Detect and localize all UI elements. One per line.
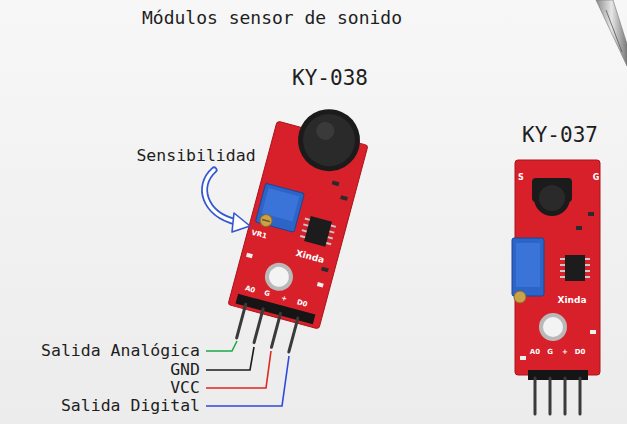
wire-analog [206,341,237,351]
pin-label: VCC [170,380,200,397]
pin-marking: D0 [575,349,586,356]
title: Módulos sensor de sonido [142,9,402,27]
wire-vcc [206,351,271,388]
silkscreen-text: Xinda [295,249,325,265]
silkscreen-text: Xinda [558,296,587,305]
pin-label: Salida Analógica [41,343,200,360]
pen [596,0,627,66]
silkscreen-text: G [593,174,600,182]
pin-label: Salida Digital [61,398,200,415]
pin-marking: + [280,295,287,303]
sensitivity-arrow [205,170,250,232]
wires [206,341,289,406]
wire-digital [206,356,289,406]
pin-marking: D0 [296,299,308,309]
module-name: KY-037 [522,125,598,146]
pin-label: GND [170,362,200,379]
ky037-board [512,160,600,414]
pin-marking: + [562,349,568,356]
silkscreen-text: S [518,174,524,182]
callout-label: Sensibilidad [136,148,255,165]
wire-gnd [206,347,254,370]
ky038-board [220,96,374,358]
pin-marking: A0 [530,349,540,356]
pin-marking: A0 [244,285,256,294]
pin-marking: G [547,349,553,356]
pin-marking: G [263,290,270,298]
module-name: KY-038 [292,68,368,89]
silkscreen-text: VR1 [251,230,268,241]
